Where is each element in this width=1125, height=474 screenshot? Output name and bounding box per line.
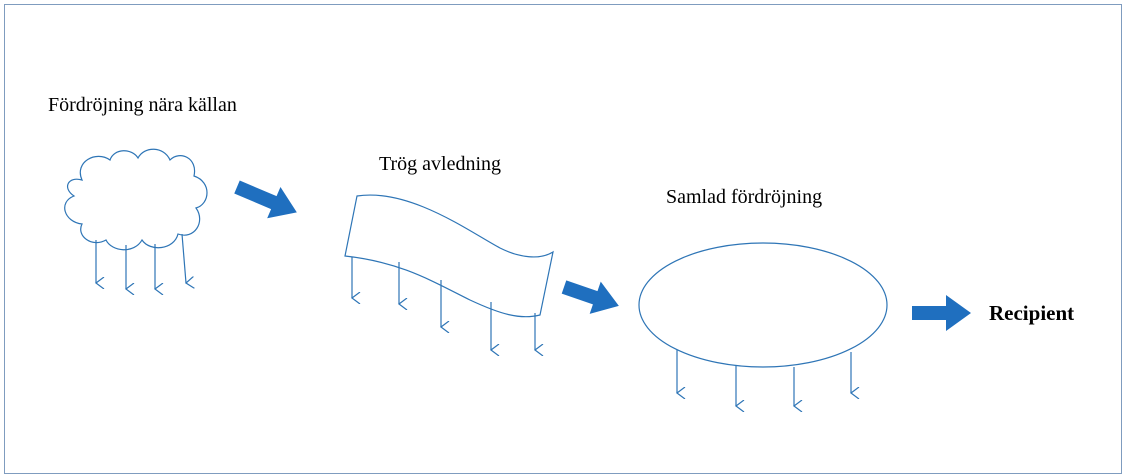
cloud-icon [64, 148, 208, 251]
flow-arrow-2 [561, 280, 619, 314]
pond-ellipse [638, 242, 888, 368]
banner-drips [352, 257, 535, 350]
cloud-drips [96, 233, 186, 289]
flow-arrow-1 [234, 180, 297, 219]
label-slow-diversion: Trög avledning [379, 153, 501, 175]
label-recipient: Recipient [989, 301, 1074, 325]
label-combined-delay: Samlad fördröjning [666, 186, 822, 208]
pond-drips [677, 350, 851, 406]
drip-arrow [181, 233, 186, 283]
flow-arrow-3 [912, 295, 971, 331]
banner-shape [344, 194, 554, 318]
label-source-delay: Fördröjning nära källan [48, 94, 237, 116]
